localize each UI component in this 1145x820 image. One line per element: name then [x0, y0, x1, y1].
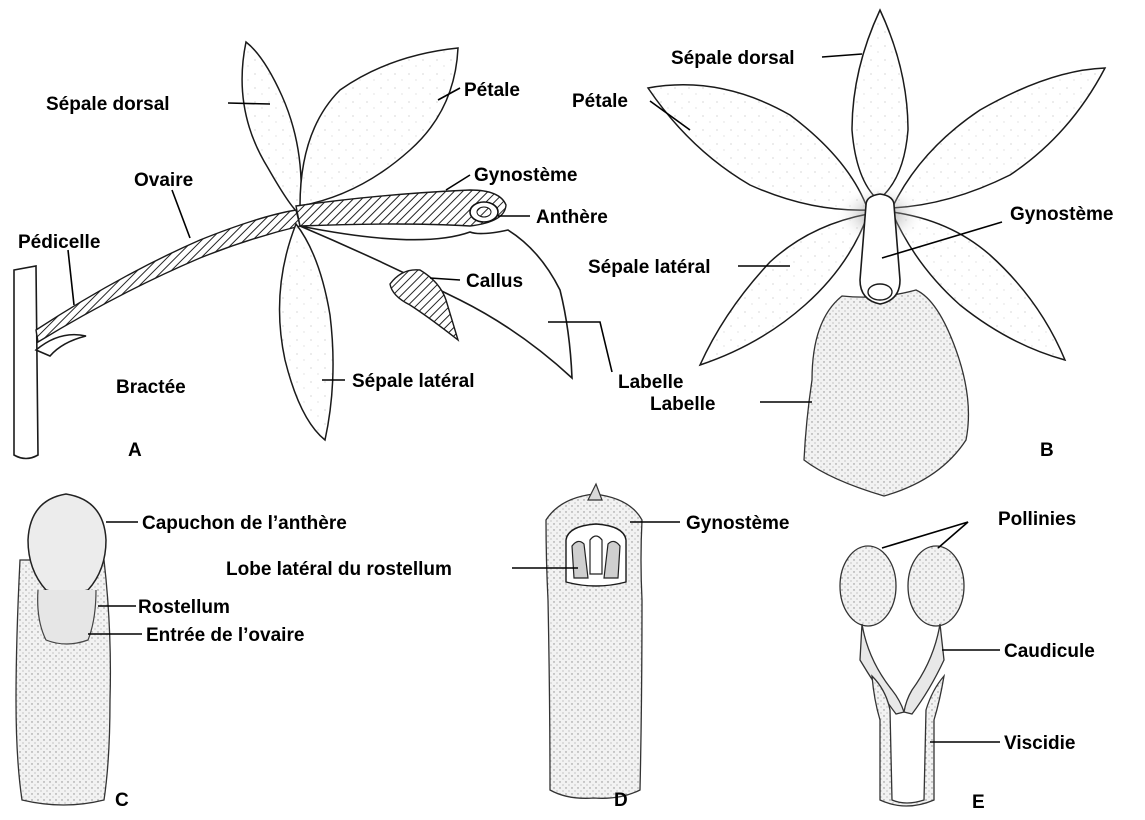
label-ovaire-a: Ovaire: [134, 170, 193, 191]
anther-a-inner: [477, 207, 491, 217]
panel-letter-e: E: [972, 792, 985, 813]
column-tip-b: [868, 284, 892, 300]
ovary-entrance-c: [38, 590, 96, 644]
label-gynosteme-b: Gynostème: [1010, 204, 1113, 225]
panel-letter-a: A: [128, 440, 142, 461]
leader-pollinies-e: [882, 522, 968, 548]
label-caudicule-e: Caudicule: [1004, 641, 1095, 662]
label-rostellum-c: Rostellum: [138, 597, 230, 618]
label-anthere-a: Anthère: [536, 207, 608, 228]
leader-pedicelle-a: [68, 250, 74, 305]
label-petale-b: Pétale: [572, 91, 628, 112]
dorsal-sepal-b: [852, 10, 908, 200]
label-lobe-lateral-d: Lobe latéral du rostellum: [226, 559, 452, 580]
pedicel-ovary: [36, 210, 300, 342]
leader-sepale-dorsal-b: [822, 54, 862, 57]
panel-letter-c: C: [115, 790, 129, 811]
lobe-center-d: [590, 536, 602, 574]
apex-tip-d: [588, 484, 602, 500]
labellum-b: [804, 290, 968, 496]
left-petal-b: [648, 85, 868, 210]
petal-a: [300, 48, 458, 206]
leader-sepale-dorsal-a: [228, 103, 270, 104]
panel-letter-d: D: [614, 790, 628, 811]
label-bractee-a: Bractée: [116, 377, 186, 398]
label-sepale-dorsal-b: Sépale dorsal: [671, 48, 795, 69]
label-sepale-lateral-b: Sépale latéral: [588, 257, 711, 278]
label-labelle-a: Labelle: [618, 372, 683, 393]
right-petal-b: [892, 68, 1105, 208]
panel-c: Capuchon de l’anthère Rostellum Entrée d…: [16, 494, 347, 811]
pollinium-left-e: [840, 546, 896, 626]
label-petale-a: Pétale: [464, 80, 520, 101]
leader-gynosteme-a: [446, 175, 470, 190]
label-gynosteme-d: Gynostème: [686, 513, 789, 534]
label-labelle-b: Labelle: [650, 394, 715, 415]
panel-letter-b: B: [1040, 440, 1054, 461]
panel-b: Sépale dorsal Pétale Gynostème Sépale la…: [572, 10, 1113, 496]
label-capuchon-c: Capuchon de l’anthère: [142, 513, 347, 534]
pollinium-right-e: [908, 546, 964, 626]
label-viscidie-e: Viscidie: [1004, 733, 1075, 754]
lateral-sepal-a: [280, 224, 334, 440]
dorsal-sepal-a: [242, 42, 301, 214]
label-pedicelle-a: Pédicelle: [18, 232, 100, 253]
viscidium-e: [872, 676, 944, 806]
panel-e: Pollinies Caudicule Viscidie E: [840, 509, 1095, 813]
label-pollinies-e: Pollinies: [998, 509, 1076, 530]
label-sepale-lateral-a: Sépale latéral: [352, 371, 475, 392]
label-callus-a: Callus: [466, 271, 523, 292]
anther-cap-c: [28, 494, 106, 593]
stem: [14, 266, 38, 459]
label-entree-ovaire-c: Entrée de l’ovaire: [146, 625, 304, 646]
leader-ovaire-a: [172, 190, 190, 238]
label-sepale-dorsal-a: Sépale dorsal: [46, 94, 170, 115]
label-gynosteme-a: Gynostème: [474, 165, 577, 186]
